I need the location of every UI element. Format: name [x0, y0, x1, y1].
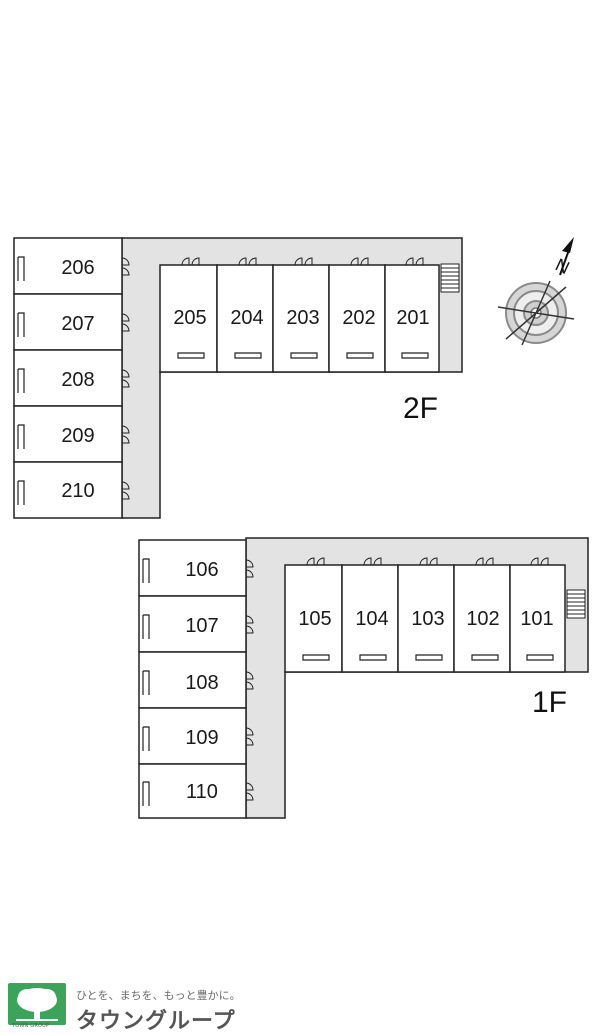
floor-label-2f: 2F: [403, 392, 438, 425]
unit-number: 106: [185, 559, 218, 581]
floor-plan-diagram: 206 207 208 209 210: [13, 237, 589, 819]
unit-107: 107: [138, 595, 254, 653]
unit-110: 110: [138, 763, 254, 819]
floor-2f: 206 207 208 209 210: [13, 237, 463, 519]
unit-109: 109: [138, 707, 254, 765]
unit-number: 102: [466, 608, 499, 630]
unit-209: 209: [13, 405, 130, 463]
unit-202: 202: [328, 257, 386, 373]
floor-label-1f: 1F: [532, 686, 567, 719]
unit-number: 108: [185, 672, 218, 694]
unit-207: 207: [13, 293, 130, 351]
brand-name: タウングループ: [76, 1009, 236, 1034]
unit-201: 201: [384, 257, 440, 373]
unit-number: 208: [61, 369, 94, 391]
unit-number: 207: [61, 313, 94, 335]
unit-number: 203: [286, 307, 319, 329]
unit-number: 209: [61, 425, 94, 447]
unit-104: 104: [341, 557, 399, 673]
unit-206: 206: [13, 237, 130, 295]
unit-number: 104: [355, 608, 388, 630]
unit-101: 101: [509, 557, 566, 673]
unit-number: 206: [61, 257, 94, 279]
unit-204: 204: [216, 257, 274, 373]
staircase-1f: [566, 589, 586, 619]
unit-205: 205: [159, 257, 218, 373]
unit-number: 103: [411, 608, 444, 630]
unit-number: 204: [230, 307, 263, 329]
unit-106: 106: [138, 539, 254, 597]
unit-number: 109: [185, 727, 218, 749]
unit-number: 105: [298, 608, 331, 630]
unit-102: 102: [453, 557, 511, 673]
unit-105: 105: [284, 557, 343, 673]
brand-caption: TOWN GROUP: [12, 1023, 50, 1029]
tree-logo-icon: [8, 983, 66, 1025]
staircase-2f: [440, 263, 460, 293]
floor-1f: 106 107 108 109 110: [138, 537, 589, 819]
compass-icon: N: [497, 237, 575, 346]
unit-number: 202: [342, 307, 375, 329]
unit-103: 103: [397, 557, 455, 673]
unit-208: 208: [13, 349, 130, 407]
unit-108: 108: [138, 651, 254, 709]
unit-number: 201: [396, 307, 429, 329]
unit-number: 210: [61, 480, 94, 502]
brand-slogan: ひとを、まちを、もっと豊かに。: [76, 989, 241, 1002]
unit-number: 205: [173, 307, 206, 329]
unit-203: 203: [272, 257, 330, 373]
unit-number: 110: [186, 781, 218, 803]
unit-number: 107: [185, 615, 218, 637]
footer-branding: TOWN GROUP ひとを、まちを、もっと豊かに。 タウングループ: [8, 975, 268, 1034]
unit-210: 210: [13, 461, 130, 519]
compass-north-label: N: [552, 254, 572, 278]
unit-number: 101: [520, 608, 553, 630]
